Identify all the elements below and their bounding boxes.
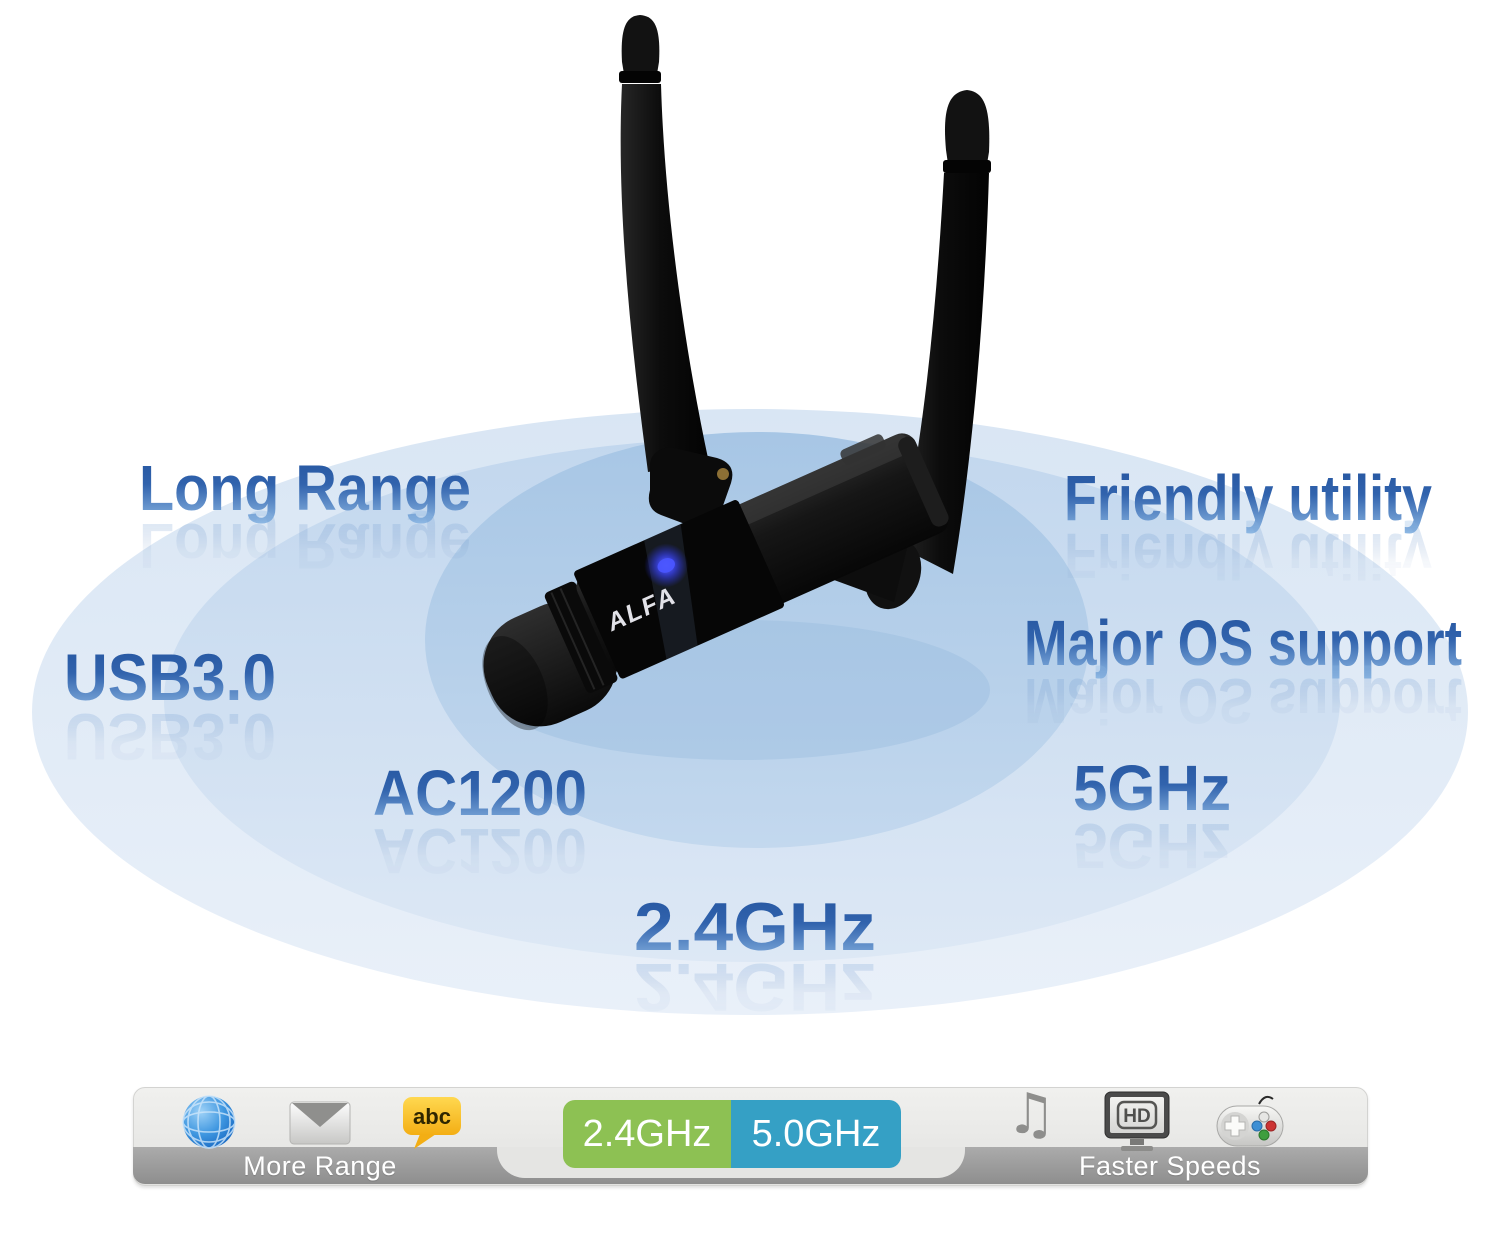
feature-friendly-utility: Friendly utility (1064, 462, 1432, 534)
hd-tv-icon: HD (1104, 1091, 1170, 1151)
feature-ac1200-reflection: AC1200 (373, 815, 587, 887)
feature-24ghz: 2.4GHz (634, 889, 876, 965)
feature-long-range-reflection: Long Range (139, 510, 471, 582)
feature-friendly-utility-reflection: Friendly utility (1064, 520, 1432, 592)
globe-icon (182, 1095, 236, 1149)
gloss-panel (574, 500, 784, 679)
feature-5ghz-reflection: 5GHz (1073, 810, 1231, 882)
band-24ghz-button: 2.4GHz (563, 1100, 731, 1168)
feature-long-range: Long Range (139, 452, 471, 524)
abc-label: abc (413, 1104, 451, 1129)
feature-major-os: Major OS support (1024, 607, 1462, 679)
feature-5ghz: 5GHz (1073, 752, 1231, 824)
mail-icon (289, 1101, 351, 1145)
faster-speeds-label: Faster Speeds (1078, 1151, 1262, 1181)
feature-usb30: USB3.0 (64, 640, 276, 714)
feature-24ghz-reflection: 2.4GHz (634, 949, 876, 1025)
abc-chat-icon: abc (403, 1097, 461, 1149)
feature-usb30-reflection: USB3.0 (64, 700, 276, 774)
feature-ac1200: AC1200 (373, 757, 587, 829)
more-range-label: More Range (243, 1151, 397, 1181)
usb-adapter-body: ALFA (482, 433, 949, 731)
sma-connector (717, 468, 729, 480)
hd-label: HD (1123, 1106, 1150, 1127)
left-antenna (619, 15, 733, 529)
band-50ghz-button: 5.0GHz (731, 1100, 901, 1168)
feature-major-os-reflection: Major OS support (1024, 665, 1462, 737)
gamepad-icon (1216, 1095, 1284, 1147)
music-note-icon: ♫ (1005, 1082, 1057, 1147)
